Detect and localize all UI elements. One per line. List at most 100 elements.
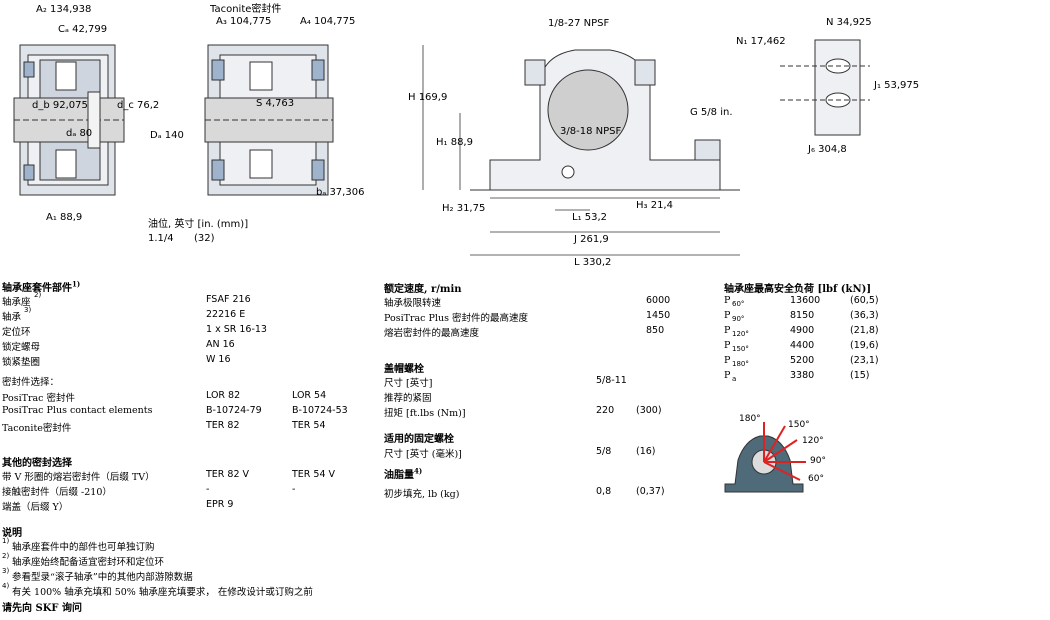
- seal-value-2: LOR 54: [292, 390, 327, 401]
- cap-bolt-value-2: (300): [636, 405, 662, 416]
- cap-bolt-value-1: 220: [596, 405, 615, 416]
- footnote-ref: 1): [2, 537, 10, 545]
- grease-label: 初步填充, lb (kg): [384, 489, 460, 500]
- footnote-ref: 4): [2, 582, 10, 590]
- fixing-bolt-value-2: (16): [636, 446, 656, 457]
- seal-label: Taconite密封件: [2, 423, 72, 434]
- component-value: 1 x SR 16-13: [206, 324, 267, 335]
- load-value-kn: (15): [850, 370, 870, 381]
- speed-label: PosiTrac Plus 密封件的最高速度: [384, 313, 528, 324]
- dim-a4: A₄ 104,775: [300, 16, 356, 27]
- grease-value-1: 0,8: [596, 486, 612, 497]
- other-seal-value-1: -: [206, 484, 210, 495]
- oil-level-in: 1.1/4: [148, 233, 174, 244]
- seal-selection-title: 密封件选择：: [2, 377, 60, 388]
- other-seal-label: 接触密封件（后缀 -210）: [2, 487, 112, 498]
- load-symbol: P: [724, 325, 731, 336]
- fixing-bolt-title: 适用的固定螺栓: [384, 434, 454, 445]
- component-label: 轴承: [2, 312, 22, 323]
- other-seal-value-1: EPR 9: [206, 499, 234, 510]
- seal-value-1: LOR 82: [206, 390, 241, 401]
- dim-n: N 34,925: [826, 17, 872, 28]
- notes-contact: 请先向 SKF 询问: [2, 603, 82, 614]
- npsf-mid: 3/8-18 NPSF: [560, 126, 622, 137]
- dim-da-small: dₐ 80: [66, 128, 93, 139]
- component-label: 锁紧垫圈: [2, 357, 41, 368]
- dim-a1: A₁ 88,9: [46, 212, 83, 223]
- angle-150: 150°: [788, 420, 810, 430]
- load-value-lbf: 3380: [790, 370, 815, 381]
- other-seal-label: 端盖（后缀 Y）: [2, 502, 69, 513]
- oil-level-mm: (32): [194, 233, 215, 244]
- load-angle-subscript: 180°: [732, 360, 749, 368]
- load-value-lbf: 13600: [790, 295, 821, 306]
- footnote-ref: 2): [34, 291, 42, 299]
- housing-front-view: [470, 49, 740, 191]
- dim-a2: A₂ 134,938: [36, 4, 92, 15]
- cap-bolt-value-1: 5/8-11: [596, 375, 627, 386]
- dim-n1: N₁ 17,462: [736, 36, 786, 47]
- dim-dc: d_c 76,2: [117, 100, 160, 111]
- dim-db: d_b 92,075: [32, 100, 88, 111]
- loads-title: 轴承座最高安全负荷 [lbf (kN)]: [724, 284, 872, 295]
- speed-value: 1450: [646, 310, 671, 321]
- component-value: 22216 E: [206, 309, 246, 320]
- footnote-ref: 2): [2, 552, 10, 560]
- load-value-kn: (36,3): [850, 310, 879, 321]
- components-title: 轴承座套件部件1): [2, 279, 81, 294]
- angle-120: 120°: [802, 436, 824, 446]
- seal-value-1: B-10724-79: [206, 405, 262, 416]
- load-value-lbf: 8150: [790, 310, 815, 321]
- seal-value-2: B-10724-53: [292, 405, 348, 416]
- dim-h: H 169,9: [408, 92, 448, 103]
- dim-Da: Dₐ 140: [150, 130, 184, 141]
- cap-bolt-title: 盖帽螺栓: [384, 364, 424, 375]
- dim-h3: H₃ 21,4: [636, 200, 673, 211]
- load-direction-diagram: [724, 422, 806, 493]
- speed-value: 6000: [646, 295, 671, 306]
- grease-value-2: (0,37): [636, 486, 665, 497]
- notes-title: 说明: [2, 528, 22, 539]
- npsf-top: 1/8-27 NPSF: [548, 18, 610, 29]
- load-value-kn: (60,5): [850, 295, 879, 306]
- other-seal-value-2: -: [292, 484, 296, 495]
- dim-ca: Cₐ 42,799: [58, 24, 108, 35]
- dim-l: L 330,2: [574, 257, 612, 268]
- fixing-bolt-label: 尺寸 [英寸 (毫米)]: [384, 449, 462, 460]
- load-value-kn: (21,8): [850, 325, 879, 336]
- speed-title: 额定速度, r/min: [384, 284, 462, 295]
- seal-value-2: TER 54: [292, 420, 326, 431]
- speed-value: 850: [646, 325, 665, 336]
- load-value-lbf: 4400: [790, 340, 815, 351]
- component-label: 轴承座: [2, 297, 31, 308]
- footnote-ref: 3): [2, 567, 10, 575]
- seal-label: PosiTrac 密封件: [2, 393, 76, 404]
- component-value: AN 16: [206, 339, 235, 350]
- taconite-section-view: [204, 44, 334, 196]
- dim-a3: A₃ 104,775: [216, 16, 272, 27]
- load-symbol: P: [724, 340, 731, 351]
- component-label: 锁定螺母: [2, 342, 41, 353]
- housing-base-view: [780, 39, 870, 136]
- dim-j: J 261,9: [574, 234, 609, 245]
- dim-j6: J₆ 304,8: [808, 144, 847, 155]
- note-text: 轴承座套件中的部件也可单独订购: [12, 542, 155, 553]
- load-symbol: P: [724, 370, 731, 381]
- cap-bolt-label: 推荐的紧固: [384, 393, 432, 404]
- speed-label: 熔岩密封件的最高速度: [384, 328, 480, 339]
- load-angle-subscript: a: [732, 375, 737, 383]
- dim-h1: H₁ 88,9: [436, 137, 473, 148]
- dim-h2: H₂ 31,75: [442, 203, 486, 214]
- load-symbol: P: [724, 355, 731, 366]
- component-value: W 16: [206, 354, 231, 365]
- dim-ba: bₐ 37,306: [316, 187, 365, 198]
- seal-label: PosiTrac Plus contact elements: [2, 405, 153, 416]
- taconite-label: Taconite密封件: [210, 4, 282, 15]
- load-value-lbf: 5200: [790, 355, 815, 366]
- component-label: 定位环: [2, 327, 31, 338]
- oil-level-label: 油位, 英寸 [in. (mm)]: [148, 219, 249, 230]
- component-value: FSAF 216: [206, 294, 251, 305]
- note-text: 轴承座始终配备适宜密封环和定位环: [12, 557, 165, 568]
- load-angle-subscript: 120°: [732, 330, 749, 338]
